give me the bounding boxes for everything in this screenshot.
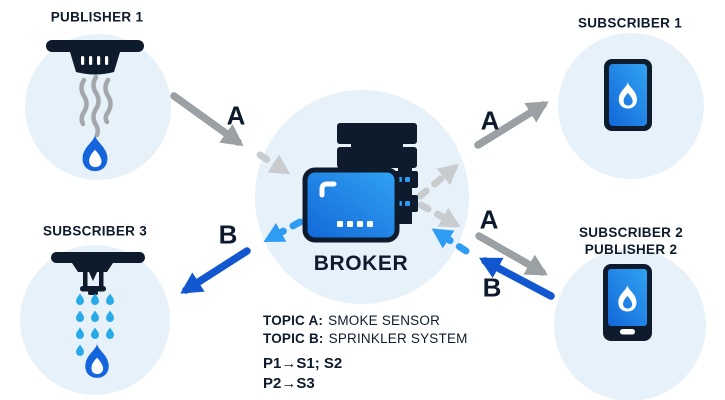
topic-a-value: SMOKE SENSOR bbox=[328, 313, 441, 328]
arrow-label-b-broker-sub3: B bbox=[218, 219, 238, 250]
route-p2: P2→S3 bbox=[263, 375, 315, 392]
smoke-waves-icon bbox=[79, 74, 113, 138]
topic-a-line: TOPIC A: SMOKE SENSOR bbox=[263, 313, 440, 328]
arrow-label-a-pub1-broker: A bbox=[226, 100, 246, 131]
topic-a-label: TOPIC A: bbox=[263, 313, 324, 328]
topic-b-label: TOPIC B: bbox=[263, 331, 324, 346]
smartphone-icon bbox=[603, 264, 652, 341]
water-drops-icon bbox=[76, 293, 114, 356]
arrow-b-sub2-to-broker bbox=[478, 257, 555, 300]
arrow-a-broker-to-sub2 bbox=[475, 232, 548, 276]
publisher1-label: PUBLISHER 1 bbox=[50, 9, 144, 25]
flame-icon bbox=[82, 132, 108, 172]
sprinkler-icon bbox=[51, 252, 145, 378]
subscriber2-label: SUBSCRIBER 2 PUBLISHER 2 bbox=[579, 224, 683, 258]
broker-label: BROKER bbox=[313, 252, 409, 275]
home-button bbox=[620, 329, 635, 335]
topic-b-line: TOPIC B: SPRINKLER SYSTEM bbox=[263, 331, 468, 346]
route-p1: P1→S1; S2 bbox=[263, 355, 343, 372]
flame-icon bbox=[85, 341, 109, 378]
subscriber2-label-line1: SUBSCRIBER 2 bbox=[578, 225, 684, 240]
arrow-label-a-broker-sub1: A bbox=[480, 105, 500, 136]
arrow-a-out-to-sub2-dashed bbox=[417, 201, 461, 228]
server-broker-icon bbox=[302, 123, 418, 243]
subscriber1-label: SUBSCRIBER 1 bbox=[577, 15, 683, 31]
smartphone-icon bbox=[604, 59, 652, 131]
topic-b-value: SPRINKLER SYSTEM bbox=[328, 331, 468, 346]
arrow-a-broker-to-sub1 bbox=[474, 101, 549, 149]
arrow-b-broker-to-sub3 bbox=[180, 247, 251, 294]
arrow-a-publisher1-to-broker bbox=[170, 92, 244, 146]
arrow-a-into-broker-dashed bbox=[256, 151, 291, 175]
smoke-detector-icon bbox=[46, 40, 144, 172]
arrow-a-out-to-sub1-dashed bbox=[416, 163, 459, 200]
arrow-label-a-broker-sub2: A bbox=[479, 204, 499, 235]
arrow-label-b-sub2-broker: B bbox=[482, 272, 502, 303]
subscriber3-label: SUBSCRIBER 3 bbox=[42, 223, 148, 239]
arrow-b-out-to-sub3-dashed bbox=[263, 218, 304, 243]
arrow-b-into-broker-dashed bbox=[431, 228, 470, 255]
flame-icon bbox=[618, 80, 637, 109]
subscriber2-label-line2: PUBLISHER 2 bbox=[584, 242, 678, 257]
flame-icon bbox=[618, 283, 637, 312]
